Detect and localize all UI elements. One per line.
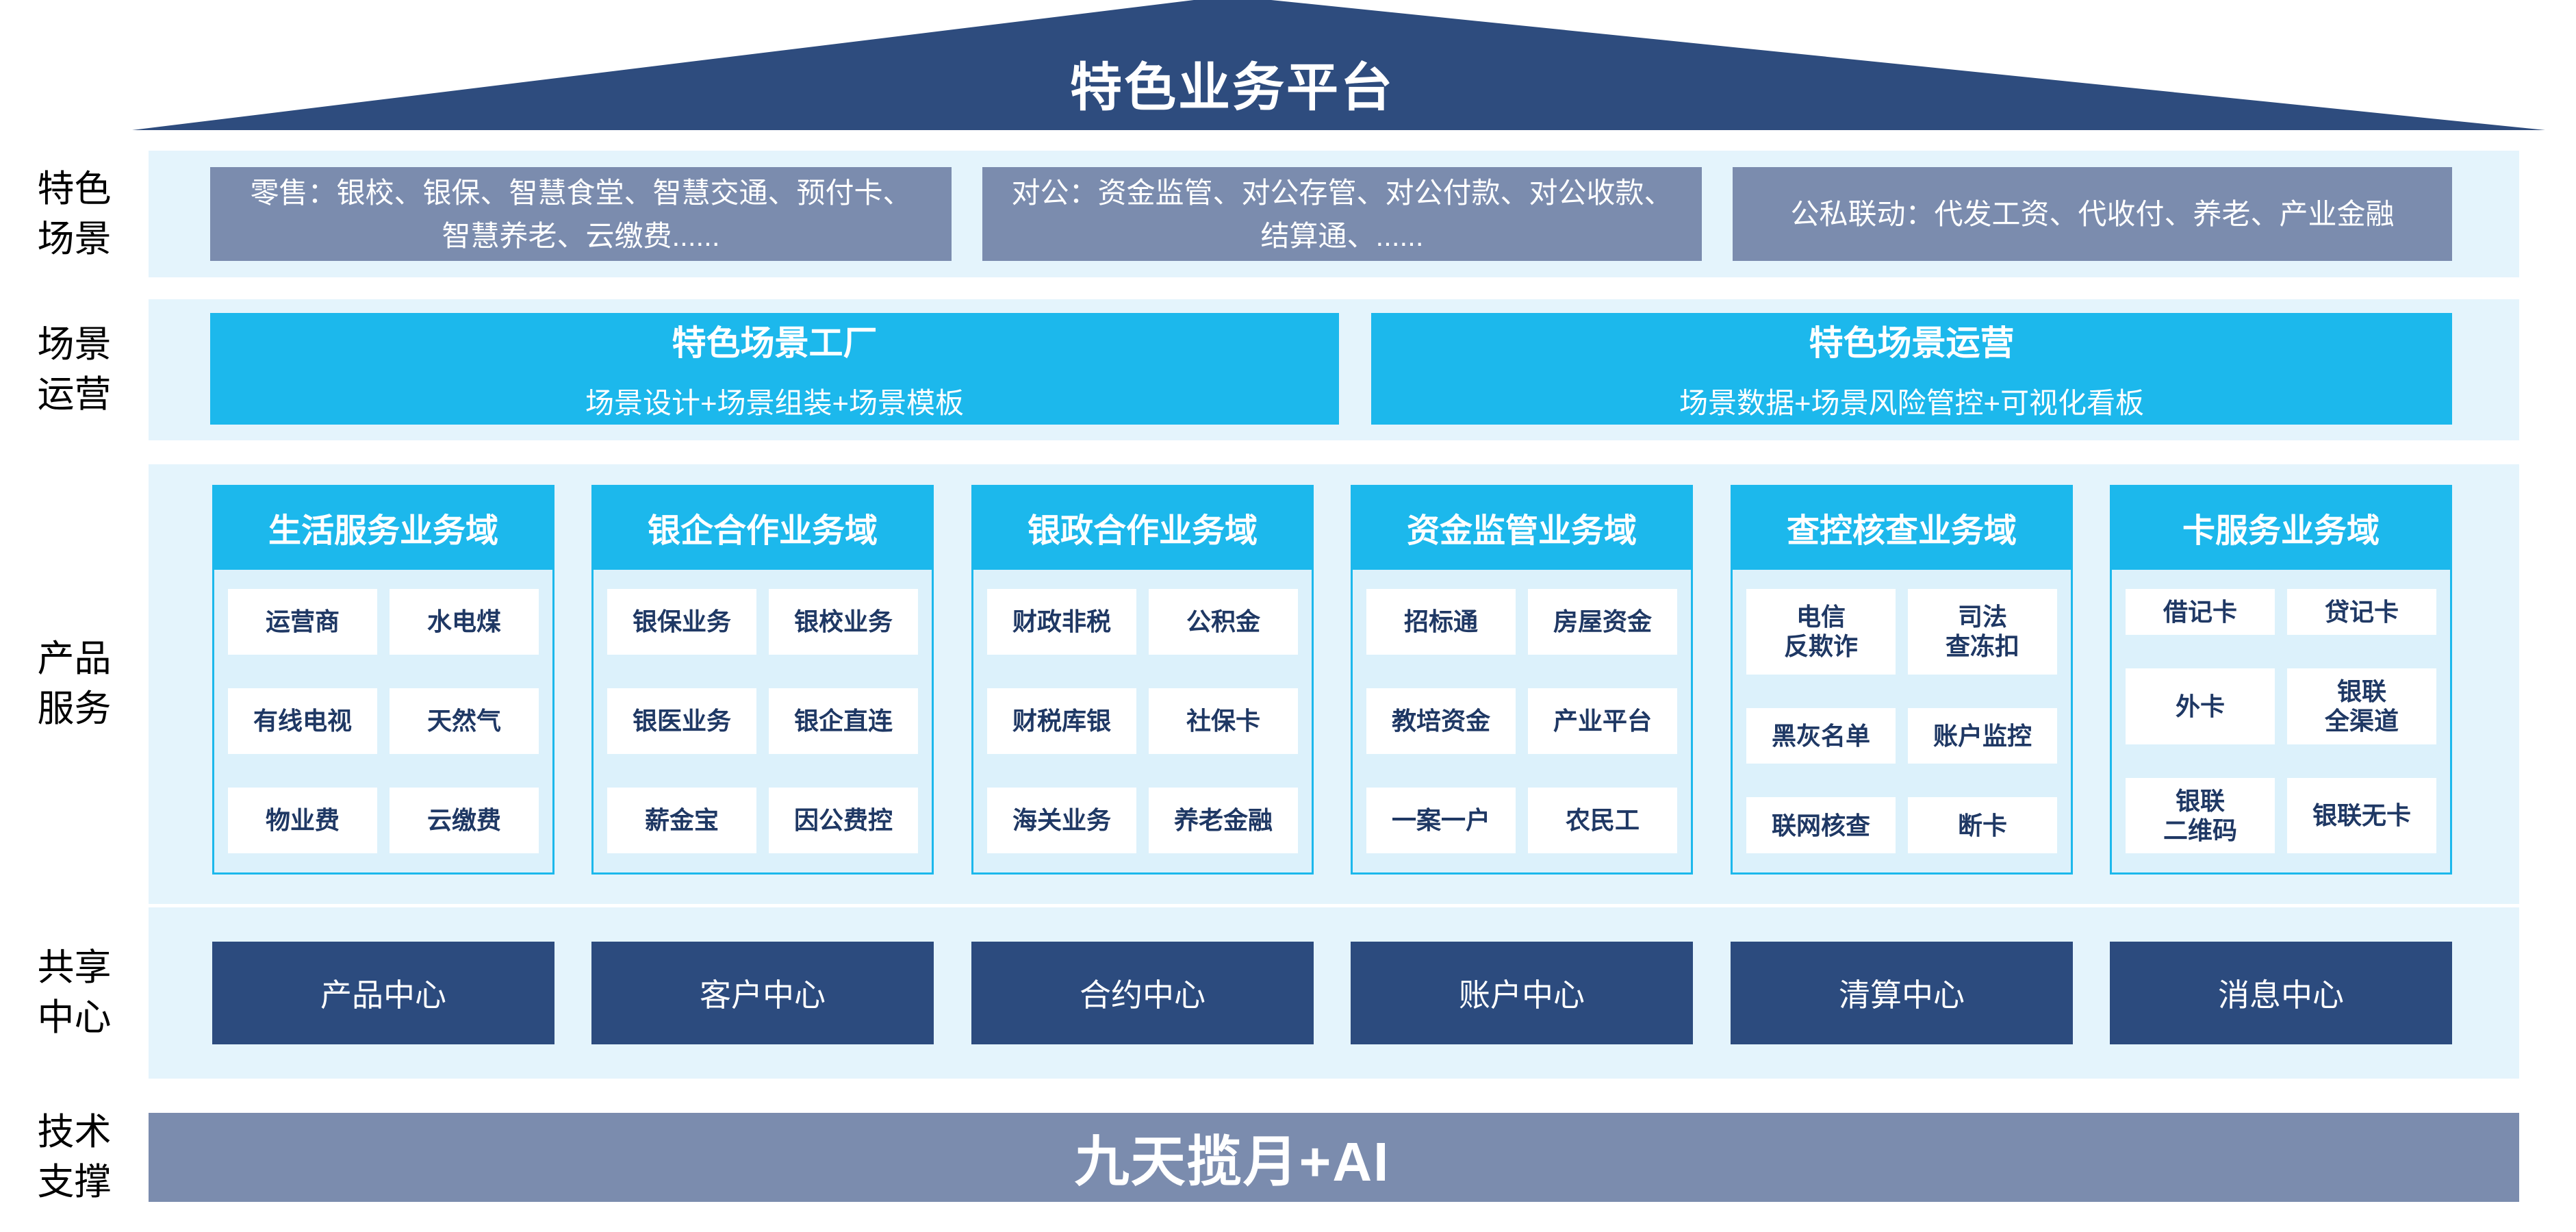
product-cell: 一案一户	[1366, 788, 1516, 853]
product-cell: 招标通	[1366, 589, 1516, 655]
product-cell: 银保业务	[607, 589, 756, 655]
column-header: 银政合作业务域	[971, 485, 1314, 570]
product-cell: 财税库银	[987, 688, 1136, 754]
side-label-products: 产品 服务	[37, 638, 112, 729]
product-column-card-services: 卡服务业务域 借记卡 贷记卡 外卡 银联 全渠道 银联 二维码 银联无卡	[2110, 485, 2452, 875]
column-body: 招标通 房屋资金 教培资金 产业平台 一案一户 农民工	[1351, 570, 1693, 875]
platform-title: 特色业务平台	[1070, 59, 1394, 117]
column-body: 银保业务 银校业务 银医业务 银企直连 薪金宝 因公费控	[591, 570, 934, 875]
product-cell: 物业费	[228, 788, 377, 853]
product-cell: 海关业务	[987, 788, 1136, 853]
operation-box-subtitle: 场景数据+场景风险管控+可视化看板	[1679, 387, 2145, 419]
column-body: 借记卡 贷记卡 外卡 银联 全渠道 银联 二维码 银联无卡	[2110, 570, 2452, 875]
product-column-fund-supervision: 资金监管业务域 招标通 房屋资金 教培资金 产业平台 一案一户 农民工	[1351, 485, 1693, 875]
column-body: 运营商 水电煤 有线电视 天然气 物业费 云缴费	[212, 570, 554, 875]
product-cell: 房屋资金	[1528, 589, 1677, 655]
product-cell: 薪金宝	[607, 788, 756, 853]
product-cell: 联网核查	[1746, 797, 1896, 853]
product-cell: 银联 二维码	[2126, 777, 2275, 853]
center-box-contract: 合约中心	[971, 942, 1314, 1044]
center-box-product: 产品中心	[212, 942, 554, 1044]
product-cell: 运营商	[228, 589, 377, 655]
center-box-customer: 客户中心	[591, 942, 934, 1044]
product-cell: 断卡	[1908, 797, 2057, 853]
product-cell: 银联无卡	[2287, 777, 2436, 853]
product-cell: 水电煤	[390, 589, 539, 655]
product-cell: 外卡	[2126, 668, 2275, 744]
operation-box-ops: 特色场景运营 场景数据+场景风险管控+可视化看板	[1371, 313, 2452, 425]
column-header: 生活服务业务域	[212, 485, 554, 570]
center-box-clearing: 清算中心	[1731, 942, 2073, 1044]
product-column-life-services: 生活服务业务域 运营商 水电煤 有线电视 天然气 物业费 云缴费	[212, 485, 554, 875]
scene-box-linkage: 公私联动：代发工资、代收付、养老、产业金融	[1733, 167, 2452, 261]
product-cell: 贷记卡	[2287, 589, 2436, 636]
column-header: 银企合作业务域	[591, 485, 934, 570]
operation-box-factory: 特色场景工厂 场景设计+场景组装+场景模板	[210, 313, 1339, 425]
product-cell: 财政非税	[987, 589, 1136, 655]
product-cell: 电信 反欺诈	[1746, 589, 1896, 675]
product-cell: 借记卡	[2126, 589, 2275, 636]
product-cell: 银联 全渠道	[2287, 668, 2436, 744]
product-cell: 有线电视	[228, 688, 377, 754]
product-cell: 农民工	[1528, 788, 1677, 853]
band-tech	[149, 1113, 2519, 1202]
side-label-scenes: 特色 场景	[37, 168, 112, 260]
column-header: 资金监管业务域	[1351, 485, 1693, 570]
center-box-message: 消息中心	[2110, 942, 2452, 1044]
product-column-check-verification: 查控核查业务域 电信 反欺诈 司法 查冻扣 黑灰名单 账户监控 联网核查 断卡	[1731, 485, 2073, 875]
scene-box-corporate: 对公：资金监管、对公存管、对公付款、对公收款、结算通、......	[982, 167, 1702, 261]
product-cell: 黑灰名单	[1746, 707, 1896, 764]
side-label-operation: 场景 运营	[37, 324, 112, 415]
product-cell: 天然气	[390, 688, 539, 754]
product-cell: 账户监控	[1908, 707, 2057, 764]
column-header: 查控核查业务域	[1731, 485, 2073, 570]
product-cell: 公积金	[1149, 589, 1298, 655]
operation-box-subtitle: 场景设计+场景组装+场景模板	[585, 387, 965, 419]
column-body: 电信 反欺诈 司法 查冻扣 黑灰名单 账户监控 联网核查 断卡	[1731, 570, 2073, 875]
product-cell: 因公费控	[769, 788, 918, 853]
product-cell: 银医业务	[607, 688, 756, 754]
product-column-bank-government: 银政合作业务域 财政非税 公积金 财税库银 社保卡 海关业务 养老金融	[971, 485, 1314, 875]
product-cell: 养老金融	[1149, 788, 1298, 853]
side-label-centers: 共享 中心	[37, 947, 112, 1038]
column-header: 卡服务业务域	[2110, 485, 2452, 570]
product-cell: 司法 查冻扣	[1908, 589, 2057, 675]
operation-box-title: 特色场景运营	[1809, 324, 2015, 362]
tech-bar-text: 九天揽月+AI	[1074, 1131, 1390, 1192]
product-cell: 银校业务	[769, 589, 918, 655]
product-cell: 银企直连	[769, 688, 918, 754]
product-cell: 云缴费	[390, 788, 539, 853]
scene-box-retail: 零售：银校、银保、智慧食堂、智慧交通、预付卡、智慧养老、云缴费......	[210, 167, 952, 261]
center-box-account: 账户中心	[1351, 942, 1693, 1044]
product-cell: 产业平台	[1528, 688, 1677, 754]
operation-box-title: 特色场景工厂	[672, 324, 878, 362]
column-body: 财政非税 公积金 财税库银 社保卡 海关业务 养老金融	[971, 570, 1314, 875]
product-column-bank-enterprise: 银企合作业务域 银保业务 银校业务 银医业务 银企直连 薪金宝 因公费控	[591, 485, 934, 875]
product-cell: 教培资金	[1366, 688, 1516, 754]
product-cell: 社保卡	[1149, 688, 1298, 754]
side-label-tech: 技术 支撑	[37, 1111, 112, 1203]
